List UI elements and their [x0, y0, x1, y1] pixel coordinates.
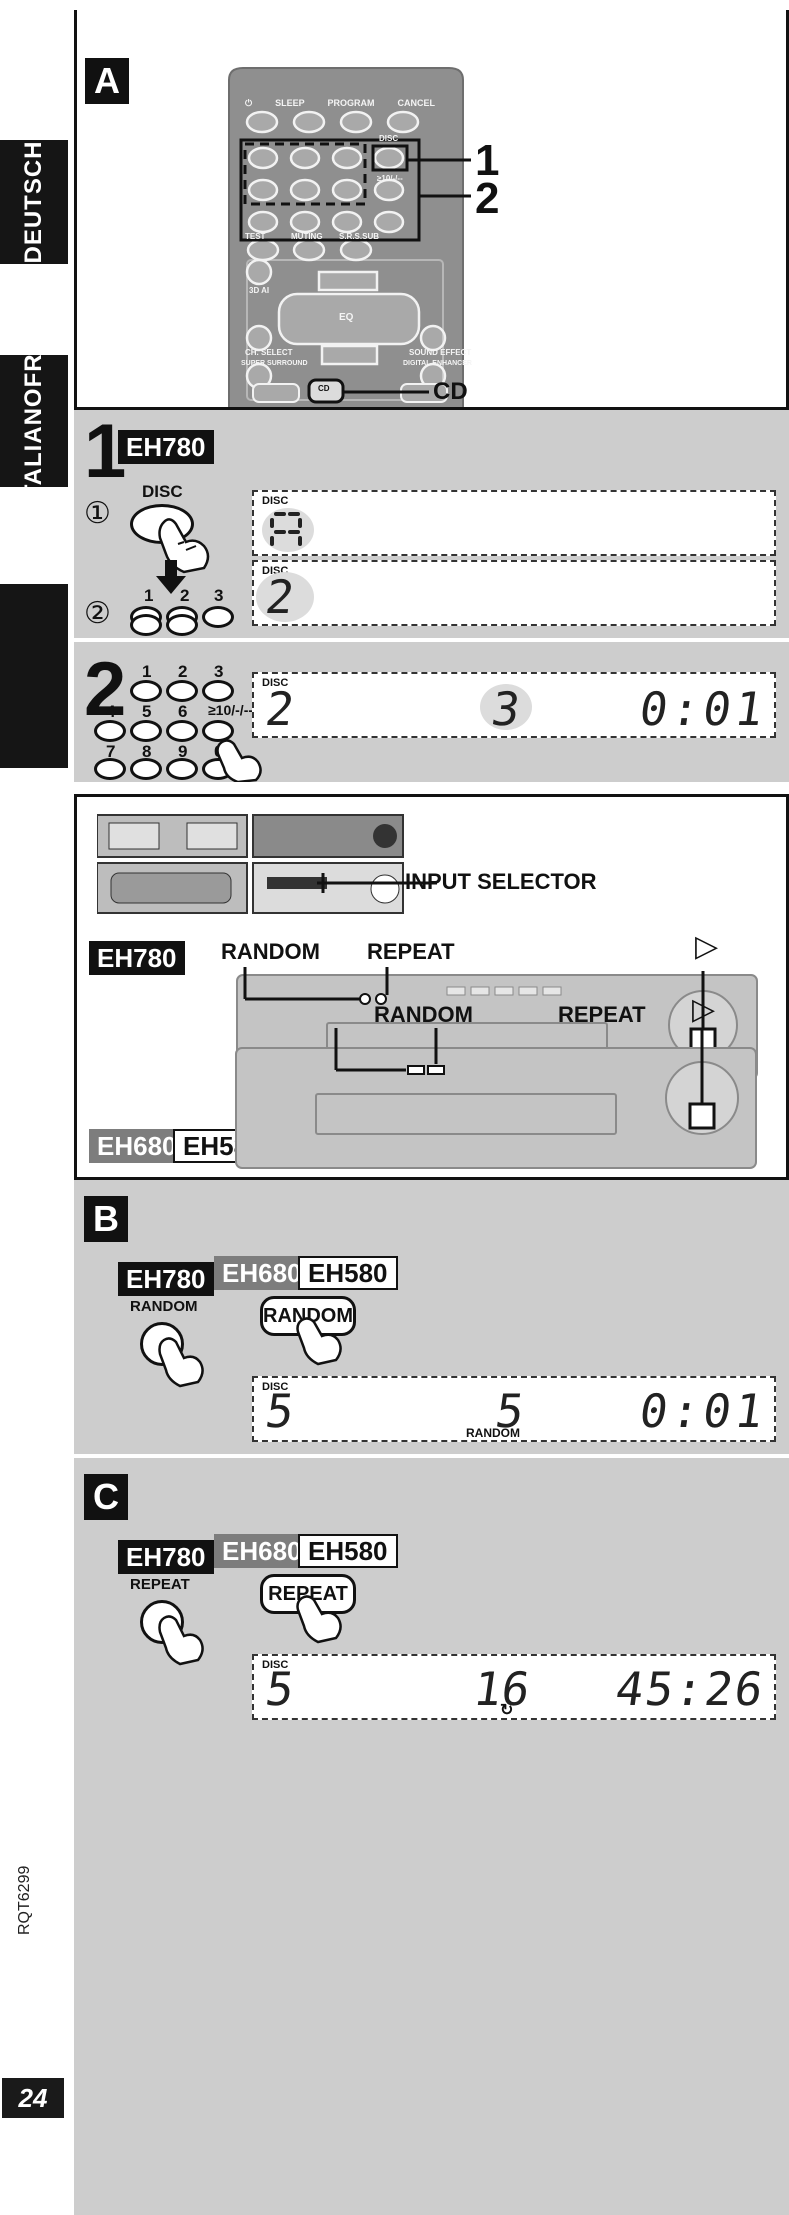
- step2-panel: 2 1 2 3 4 5 6 ≥10/-/-- 7 8 9 0 DISC 2 3 …: [74, 642, 789, 782]
- model-badge-eh680: EH680: [214, 1534, 310, 1568]
- lcd-display-2: DISC 2: [252, 560, 776, 626]
- remote-label: EQ: [339, 312, 354, 323]
- random-label: RANDOM: [221, 939, 320, 964]
- pointing-hand-icon: [296, 1317, 342, 1366]
- pointing-hand-icon: [216, 739, 262, 782]
- section-letter: B: [84, 1196, 128, 1242]
- model-badge-eh780: EH780: [118, 1262, 214, 1296]
- lcd-display: DISC 5 16 45:26 ↻: [252, 1654, 776, 1720]
- digit-highlight: [256, 572, 314, 622]
- document-code: RQT6299: [16, 1865, 33, 1935]
- page-number: 24: [2, 2078, 64, 2118]
- step1-panel: 1 EH780 ① DISC DISC ② 1 2 3 DISC 2: [74, 410, 789, 638]
- random-label: RANDOM: [374, 1002, 473, 1027]
- lcd-display-1: DISC: [252, 490, 776, 556]
- pointing-hand-icon: [158, 1337, 204, 1388]
- remote-top-labels: ⏻ SLEEP PROGRAM CANCEL: [245, 98, 435, 108]
- random-indicator: RANDOM: [466, 1426, 520, 1440]
- remote-label: DIGITAL ENHANCER: [403, 360, 472, 367]
- language-tab-label: DEUTSCH: [20, 140, 47, 264]
- language-tab-italiano: ITALIANOFRA: [0, 355, 68, 487]
- number-key-2[interactable]: [166, 680, 198, 702]
- leader-line: [317, 873, 437, 893]
- callout-1: 1: [475, 136, 500, 185]
- language-tab-deutsch: DEUTSCH: [0, 140, 68, 264]
- number-key-6[interactable]: [166, 720, 198, 742]
- remote-button-label: REPEAT: [130, 1576, 190, 1593]
- section-b-panel: B EH780 EH680 EH580 RANDOM RANDOM DISC 5…: [74, 1180, 789, 1454]
- language-tab-current: [0, 584, 68, 768]
- remote-disc-label: DISC: [379, 134, 399, 143]
- section-letter: A: [85, 58, 129, 104]
- elapsed-time: 0:01: [636, 682, 771, 736]
- callout-2: 2: [475, 174, 500, 223]
- remote-cd-key-label: CD: [318, 384, 330, 393]
- stereo-system-icon: [97, 814, 404, 914]
- repeat-label: REPEAT: [367, 939, 455, 964]
- remote-control-illustration: [228, 67, 471, 407]
- number-key-1[interactable]: [130, 680, 162, 702]
- elapsed-time: 45:26: [612, 1662, 769, 1716]
- sub-step-2: ②: [84, 597, 111, 630]
- unit-eh680-illustration: [235, 1028, 757, 1169]
- divider: [74, 638, 789, 642]
- model-badge-eh780: EH780: [118, 430, 214, 464]
- sub-step-1: ①: [84, 497, 111, 530]
- repeat-label: REPEAT: [558, 1002, 646, 1027]
- number-key-3[interactable]: [202, 680, 234, 702]
- section-a-panel: A: [74, 10, 789, 410]
- disc-number: 5: [262, 1384, 298, 1438]
- remote-label: S.R.S.SUB: [339, 232, 380, 241]
- disc-number: 5: [262, 1662, 298, 1716]
- remote-label: MUTING: [291, 232, 323, 241]
- pointing-hand-icon: [158, 1615, 204, 1666]
- pointing-hand-icon: [296, 1595, 342, 1644]
- model-badge-eh680: EH680: [214, 1256, 310, 1290]
- remote-label: SUPER SURROUND: [241, 360, 308, 367]
- model-badge-eh680: EH680: [89, 1129, 185, 1163]
- remote-button-label: RANDOM: [130, 1298, 198, 1315]
- track-highlight: [480, 684, 532, 730]
- number-key-ten-plus[interactable]: [202, 720, 234, 742]
- remote-label: SOUND EFFECT: [409, 348, 472, 357]
- number-key-9[interactable]: [166, 758, 198, 780]
- remote-label: TEST: [245, 232, 266, 241]
- step-number: 2: [84, 647, 127, 732]
- play-icon: ▷: [695, 930, 719, 963]
- number-key-4[interactable]: [94, 720, 126, 742]
- model-badge-eh580: EH580: [298, 1256, 398, 1290]
- number-key-7[interactable]: [94, 758, 126, 780]
- number-key-8[interactable]: [130, 758, 162, 780]
- play-icon: ▷: [692, 993, 716, 1026]
- pointing-hand-icon: [158, 518, 210, 574]
- repeat-indicator-icon: ↻: [500, 1702, 514, 1719]
- section-letter: C: [84, 1474, 128, 1520]
- callout-cd: CD: [433, 378, 468, 405]
- number-key-4[interactable]: [130, 614, 162, 636]
- number-key-3[interactable]: [202, 606, 234, 628]
- input-selector-label: INPUT SELECTOR: [405, 869, 597, 894]
- lcd-display: DISC 2 3 0:01: [252, 672, 776, 738]
- remote-label: CH. SELECT: [245, 348, 293, 357]
- section-c-panel: C EH780 EH680 EH580 REPEAT REPEAT DISC 5…: [74, 1458, 789, 2215]
- model-badge-eh580: EH580: [298, 1534, 398, 1568]
- remote-ten-label: ≥10/-/--: [377, 174, 403, 183]
- disc-number: 2: [262, 682, 298, 736]
- disc-button-label: DISC: [142, 482, 183, 501]
- model-badge-eh780: EH780: [118, 1540, 214, 1574]
- elapsed-time: 0:01: [636, 1384, 771, 1438]
- number-key-5[interactable]: [166, 614, 198, 636]
- number-key-5[interactable]: [130, 720, 162, 742]
- model-badge-eh780: EH780: [89, 941, 185, 975]
- arrow-down-icon: [156, 560, 186, 594]
- language-tab-label: ITALIANOFRA: [20, 355, 47, 487]
- remote-label: 3D AI: [249, 286, 270, 295]
- lcd-display: DISC 5 5 0:01 RANDOM: [252, 1376, 776, 1442]
- blinking-digit-icon: [262, 508, 314, 552]
